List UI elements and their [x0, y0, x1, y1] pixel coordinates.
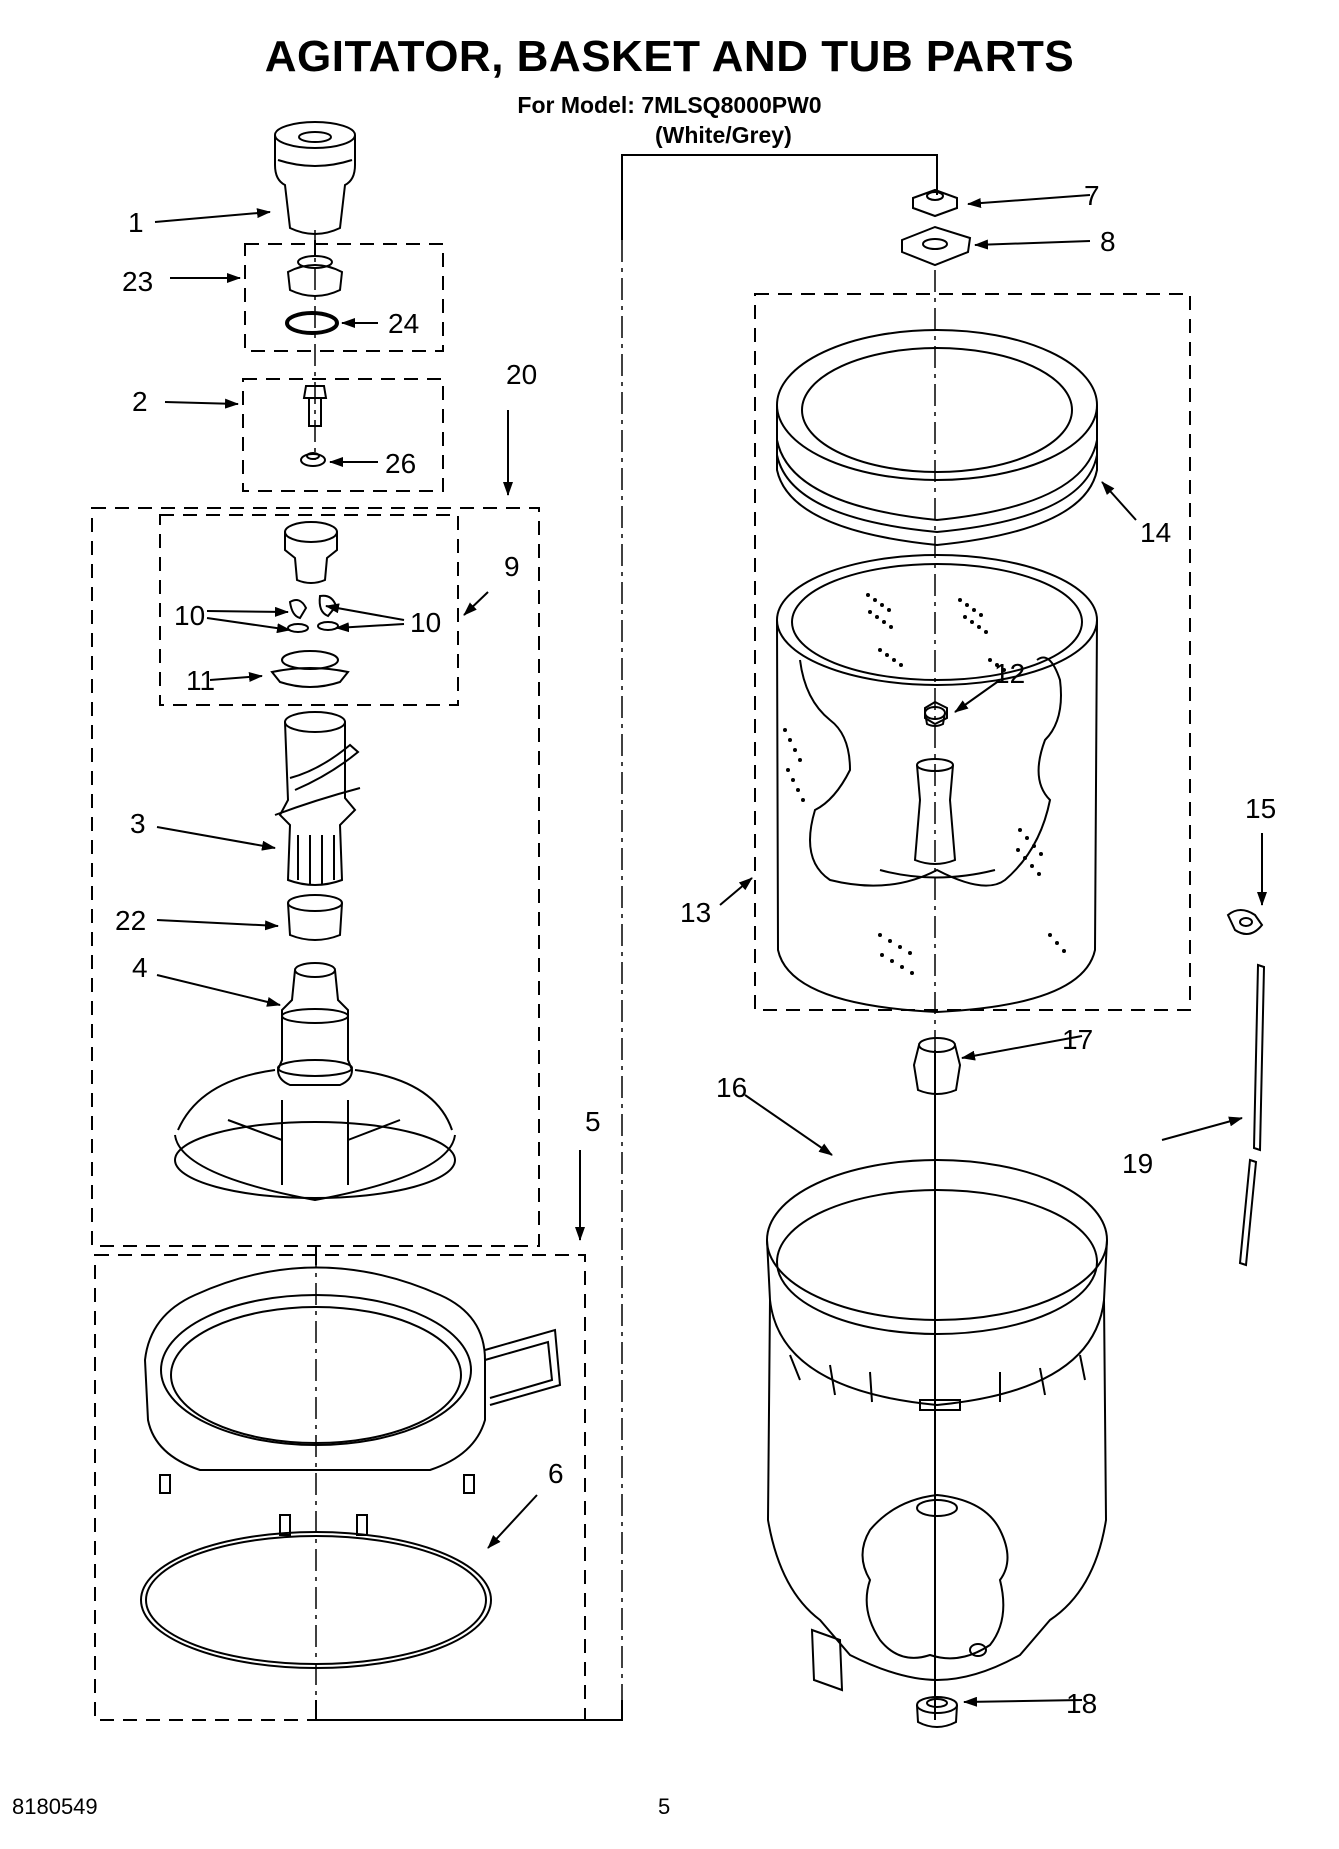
part-3-barrel — [274, 711, 361, 886]
part-1-dispenser — [274, 121, 356, 235]
callout-17: 17 — [1062, 1024, 1093, 1055]
part-10-dogs — [287, 594, 339, 633]
group-box-2-26 — [242, 378, 444, 492]
group-boxes — [91, 243, 1191, 1721]
callout-26: 26 — [385, 448, 416, 479]
part-2-bolt — [302, 385, 328, 427]
part-22-bearing — [287, 894, 343, 941]
page-title: AGITATOR, BASKET AND TUB PARTS — [264, 32, 1075, 81]
part-12-nut — [924, 700, 948, 726]
part-26-washer — [300, 452, 326, 467]
callout-10-left: 10 — [174, 600, 205, 631]
callout-14: 14 — [1140, 517, 1171, 548]
callout-11: 11 — [186, 665, 215, 696]
callout-18: 18 — [1066, 1688, 1097, 1719]
callout-20: 20 — [506, 359, 537, 390]
callout-8: 8 — [1100, 226, 1116, 257]
callout-10-right: 10 — [410, 607, 441, 638]
leader-arrows — [154, 194, 1267, 1707]
color-line: (White/Grey) — [655, 122, 792, 148]
callout-3: 3 — [130, 808, 146, 839]
callout-22: 22 — [115, 905, 146, 936]
callout-15: 15 — [1245, 793, 1276, 824]
callout-12: 12 — [994, 658, 1025, 689]
document-number: 8180549 — [12, 1794, 98, 1819]
part-9-cam — [284, 521, 338, 584]
part-18-nut — [916, 1696, 958, 1728]
part-15-clamp — [1226, 909, 1264, 935]
part-4-agitator-base — [174, 962, 456, 1202]
part-11-ring — [270, 650, 350, 688]
basket-perforations — [783, 593, 1066, 975]
part-13-basket — [776, 554, 1098, 1014]
callout-4: 4 — [132, 952, 148, 983]
callout-24: 24 — [388, 308, 419, 339]
group-box-23-24 — [244, 243, 444, 352]
group-box-20 — [91, 507, 540, 1247]
group-box-9 — [159, 514, 459, 706]
callout-19: 19 — [1122, 1148, 1153, 1179]
callout-23: 23 — [122, 266, 153, 297]
bracket-lines — [315, 154, 938, 1721]
callout-16: 16 — [716, 1072, 747, 1103]
part-16-tub — [766, 1159, 1108, 1692]
part-14-balance-ring — [776, 329, 1098, 547]
callout-7: 7 — [1084, 180, 1100, 211]
part-7-nut — [912, 188, 958, 218]
part-19-hose — [1238, 963, 1266, 1267]
callout-1: 1 — [128, 207, 144, 238]
part-17-hub — [912, 1037, 962, 1095]
part-23-cap — [286, 240, 344, 297]
group-box-5 — [94, 1254, 586, 1721]
callout-9: 9 — [504, 551, 520, 582]
group-box-14 — [754, 293, 1191, 1011]
part-6-tub-ring — [140, 1266, 562, 1669]
model-line: For Model: 7MLSQ8000PW0 — [517, 92, 822, 118]
callout-labels: 1 23 24 2 26 20 9 10 10 11 3 22 4 5 6 7 … — [115, 180, 1276, 1719]
part-8-plate — [901, 225, 972, 267]
callout-13: 13 — [680, 897, 711, 928]
callout-5: 5 — [585, 1106, 601, 1137]
callout-6: 6 — [548, 1458, 564, 1489]
page-number: 5 — [658, 1794, 671, 1819]
callout-2: 2 — [132, 386, 148, 417]
part-24-ring — [285, 311, 339, 335]
